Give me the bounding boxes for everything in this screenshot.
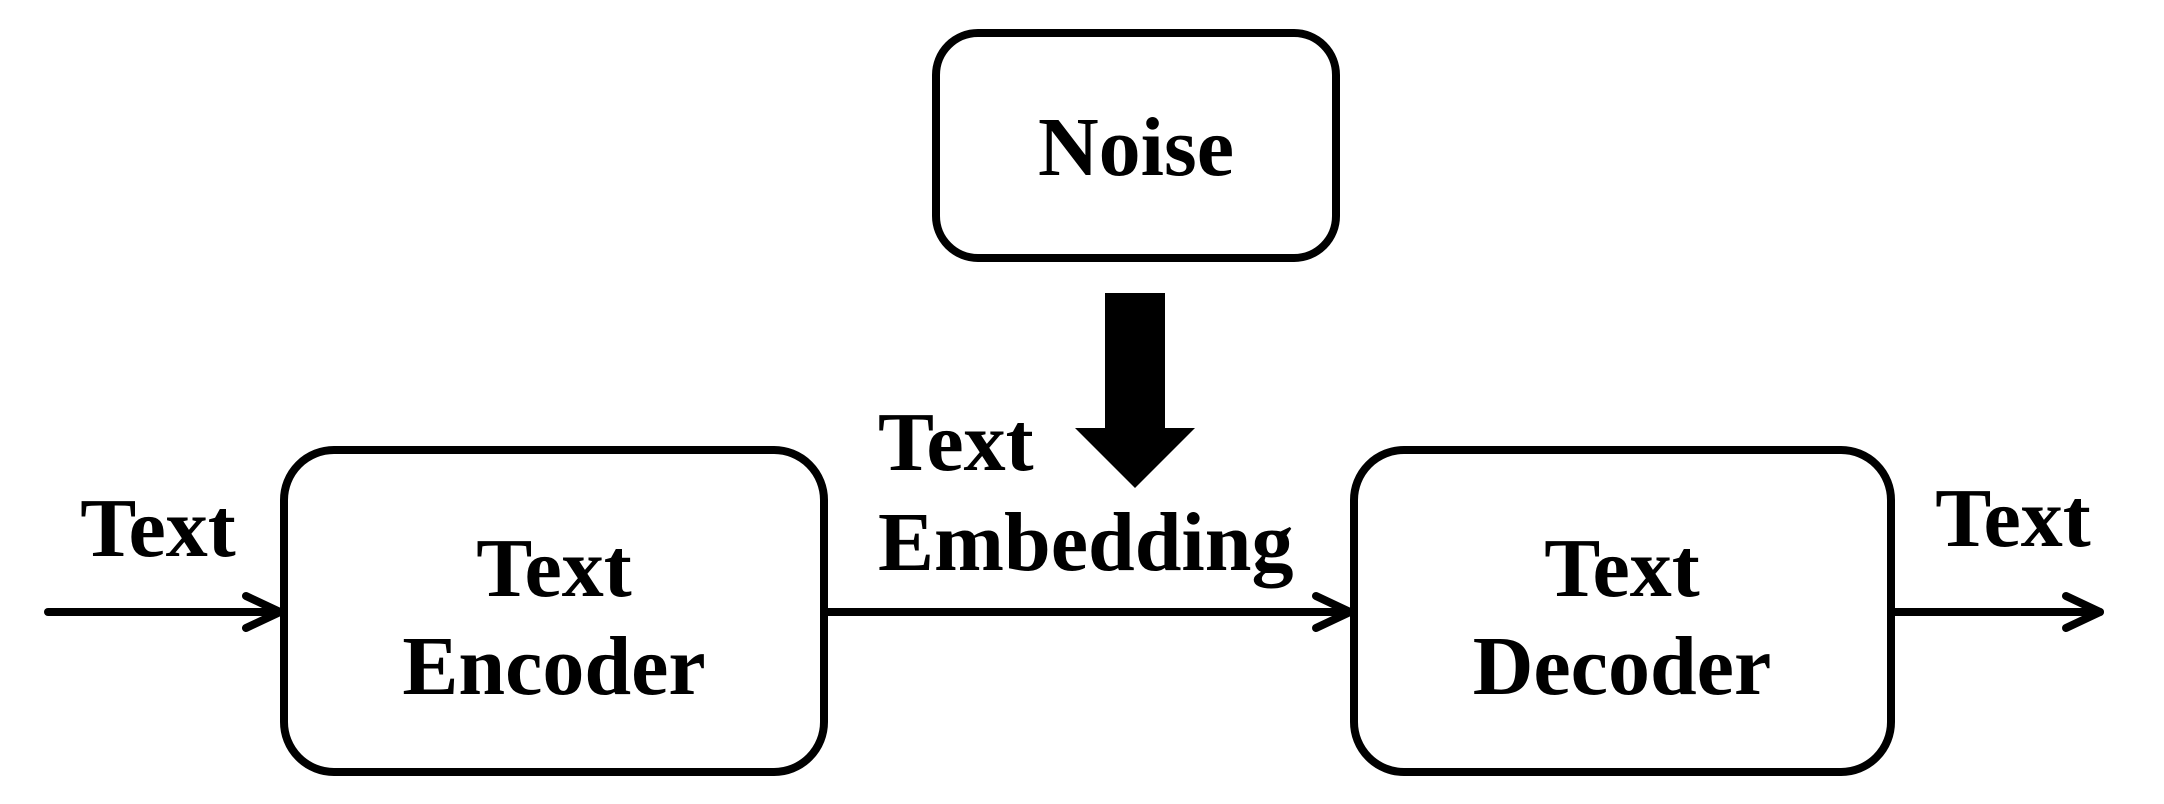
- noise-injection-arrow: [1075, 293, 1195, 488]
- text-decoder-node: Text Decoder: [1350, 446, 1895, 776]
- text-decoder-label-line2: Decoder: [1473, 620, 1772, 713]
- text-decoder-label-line1: Text: [1544, 522, 1700, 615]
- input-arrow: [44, 592, 284, 632]
- embedding-arrow: [820, 592, 1354, 632]
- noise-node: Noise: [932, 29, 1340, 262]
- embedding-label-line2: Embedding: [878, 496, 1294, 589]
- noise-label: Noise: [1038, 101, 1234, 194]
- output-arrow: [1887, 592, 2104, 632]
- input-text-label: Text: [80, 482, 236, 575]
- text-encoder-label-line2: Encoder: [402, 620, 705, 713]
- text-encoder-label-line1: Text: [476, 522, 632, 615]
- output-text-label: Text: [1935, 472, 2091, 565]
- embedding-label-line1: Text: [878, 396, 1034, 489]
- text-encoder-node: Text Encoder: [280, 446, 828, 776]
